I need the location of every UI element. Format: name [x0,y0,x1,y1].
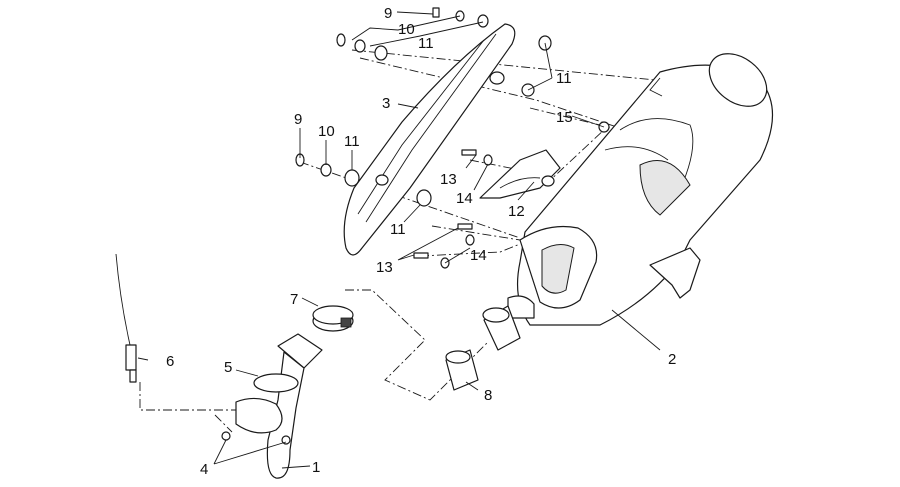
manifold-parts-1-4-5 [221,333,323,479]
callout-14: 14 [456,190,473,207]
callout-7: 7 [290,291,298,308]
callouts: 9 10 11 11 3 15 9 10 11 13 14 12 11 13 1… [166,5,676,478]
callout-5: 5 [224,359,232,376]
callout-11: 11 [344,133,360,150]
leader-lines [137,11,661,469]
heat-shield-part-3 [343,23,516,256]
silencer-part-2 [507,53,774,326]
callout-3: 3 [382,95,390,112]
clamp-part-7 [312,305,354,332]
callout-6: 6 [166,353,174,370]
callout-13: 13 [376,259,393,276]
callout-9: 9 [384,5,392,22]
callout-13: 13 [440,171,457,188]
bracket-part-12 [479,149,561,199]
callout-15: 15 [556,109,573,126]
callout-8: 8 [484,387,492,404]
callout-2: 2 [668,351,676,368]
callout-9: 9 [294,111,302,128]
callout-11: 11 [556,70,572,87]
callout-11: 11 [418,35,434,52]
middle-hardware [295,149,493,269]
outlet-pipe [482,305,521,351]
top-hardware [336,7,610,133]
callout-4: 4 [200,461,208,478]
callout-10: 10 [398,21,415,38]
callout-12: 12 [508,203,525,220]
sleeve-part-8 [445,349,479,391]
callout-11: 11 [390,221,406,238]
callout-10: 10 [318,123,335,140]
callout-1: 1 [312,459,320,476]
callout-14: 14 [470,247,487,264]
sensor-part-6 [115,253,137,383]
